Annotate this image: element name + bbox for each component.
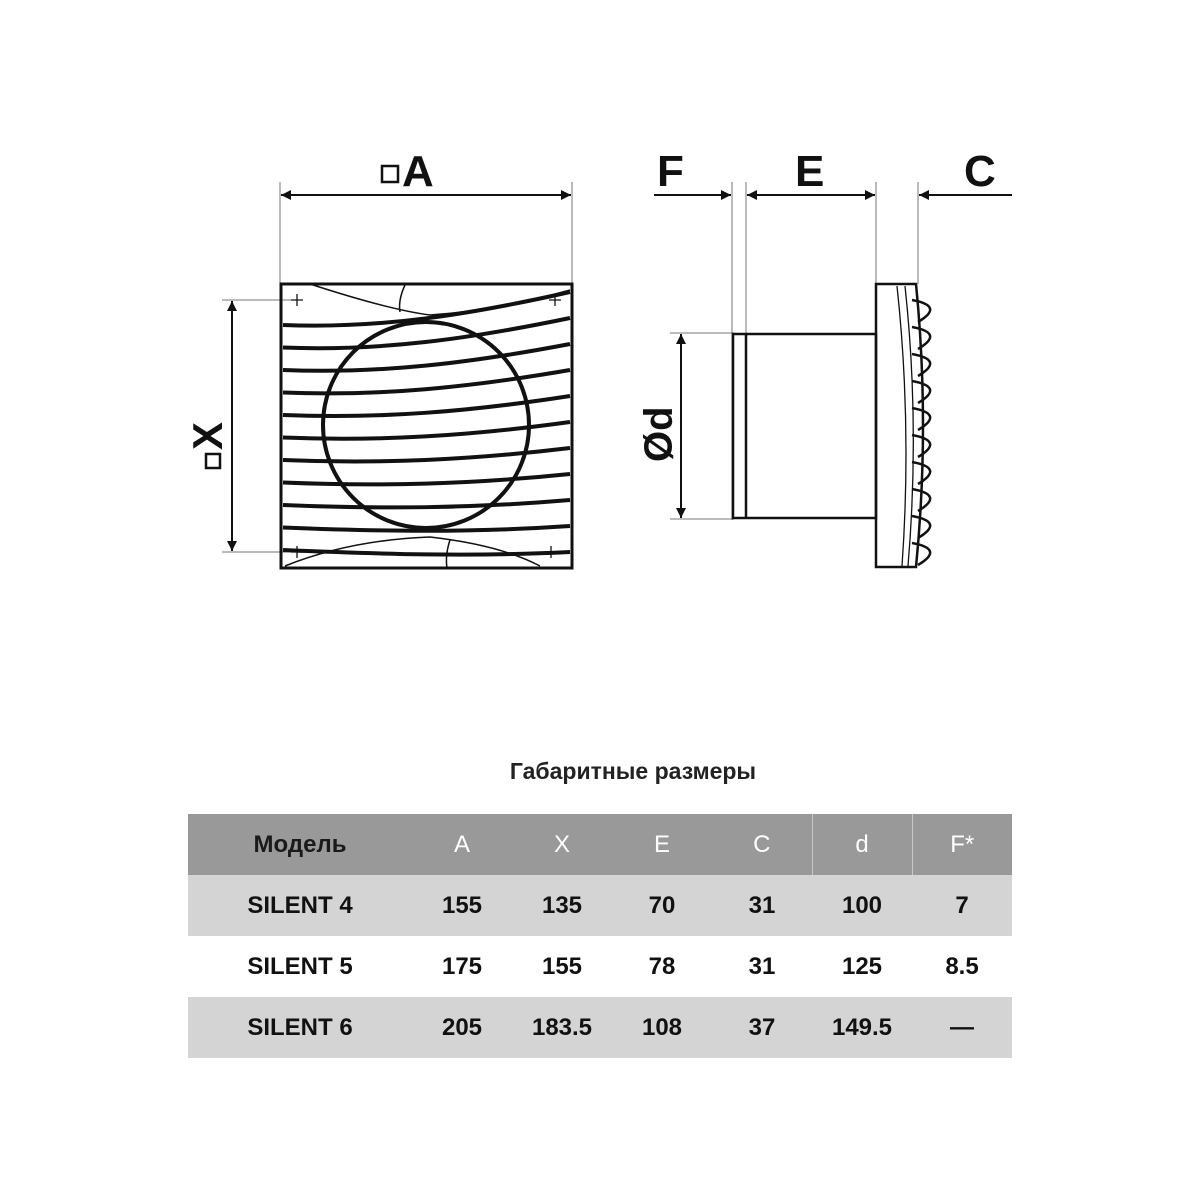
technical-drawing: A X	[184, 147, 1012, 570]
value-cell: 7	[912, 875, 1012, 936]
louvre-line	[282, 342, 571, 373]
value-cell: 78	[648, 952, 676, 980]
dimension-x: X	[184, 422, 231, 470]
value-cell: 155	[541, 952, 583, 980]
dimension-e-label: E	[795, 147, 824, 196]
value-cell: 31	[712, 875, 812, 936]
value-cell: 100	[812, 875, 912, 936]
grille-corner-arcs	[284, 283, 571, 569]
value-cell: 37	[712, 997, 812, 1058]
louvre-line	[282, 548, 571, 557]
dimension-f-label: F	[657, 147, 684, 196]
louvre-line	[282, 446, 571, 464]
value-cell: 8.5	[945, 952, 979, 980]
fan-circle	[321, 320, 531, 530]
front-view: A X	[184, 147, 574, 570]
louvre-line	[282, 420, 571, 441]
square-symbol-icon	[204, 452, 222, 470]
value-cell: 183.5	[512, 997, 612, 1058]
header-a: A	[412, 814, 512, 875]
model-cell: SILENT 6	[188, 997, 412, 1058]
value-cell: 135	[512, 875, 612, 936]
value-cell: —	[912, 997, 1012, 1058]
square-symbol-icon	[380, 164, 400, 184]
dimension-a	[279, 182, 573, 283]
value-cell: 108	[612, 997, 712, 1058]
dimension-d-label: Ød	[637, 406, 681, 462]
dimension-x-label: X	[184, 422, 231, 450]
value-cell: 155	[412, 875, 512, 936]
value-cell: 125	[841, 952, 883, 980]
value-cell: 175	[441, 952, 483, 980]
mount-hole-marks	[291, 294, 561, 558]
value-cell: 31	[748, 952, 776, 980]
panel-fins	[911, 298, 932, 567]
grille-outline	[279, 282, 574, 570]
grille-louvres	[282, 290, 571, 557]
header-d: d	[811, 814, 912, 875]
table-row: SILENT 5 175 155 78 31 125 8.5	[188, 936, 1012, 997]
dimension-c-label: C	[964, 147, 996, 196]
louvre-line	[282, 394, 571, 419]
header-model: Модель	[188, 814, 412, 875]
header-f: F*	[911, 814, 1012, 875]
value-cell: 70	[612, 875, 712, 936]
table-title: Габаритные размеры	[509, 758, 757, 784]
dimension-x-extension	[222, 299, 300, 553]
louvre-line	[282, 472, 571, 487]
value-cell: 205	[412, 997, 512, 1058]
side-view: F E C Ød	[637, 147, 1012, 569]
front-panel-profile	[874, 282, 932, 569]
header-e: E	[612, 814, 712, 875]
louvre-line	[282, 368, 571, 396]
side-extension-lines	[670, 182, 919, 520]
louvre-line	[282, 316, 571, 351]
model-cell: SILENT 5	[247, 952, 353, 980]
duct-body	[731, 332, 878, 520]
louvre-line	[282, 498, 571, 510]
model-cell: SILENT 4	[188, 875, 412, 936]
value-cell: 149.5	[812, 997, 912, 1058]
dimension-a-label: A	[402, 147, 434, 196]
louvre-line	[282, 524, 571, 533]
header-c: C	[712, 814, 812, 875]
header-x: X	[512, 814, 612, 875]
